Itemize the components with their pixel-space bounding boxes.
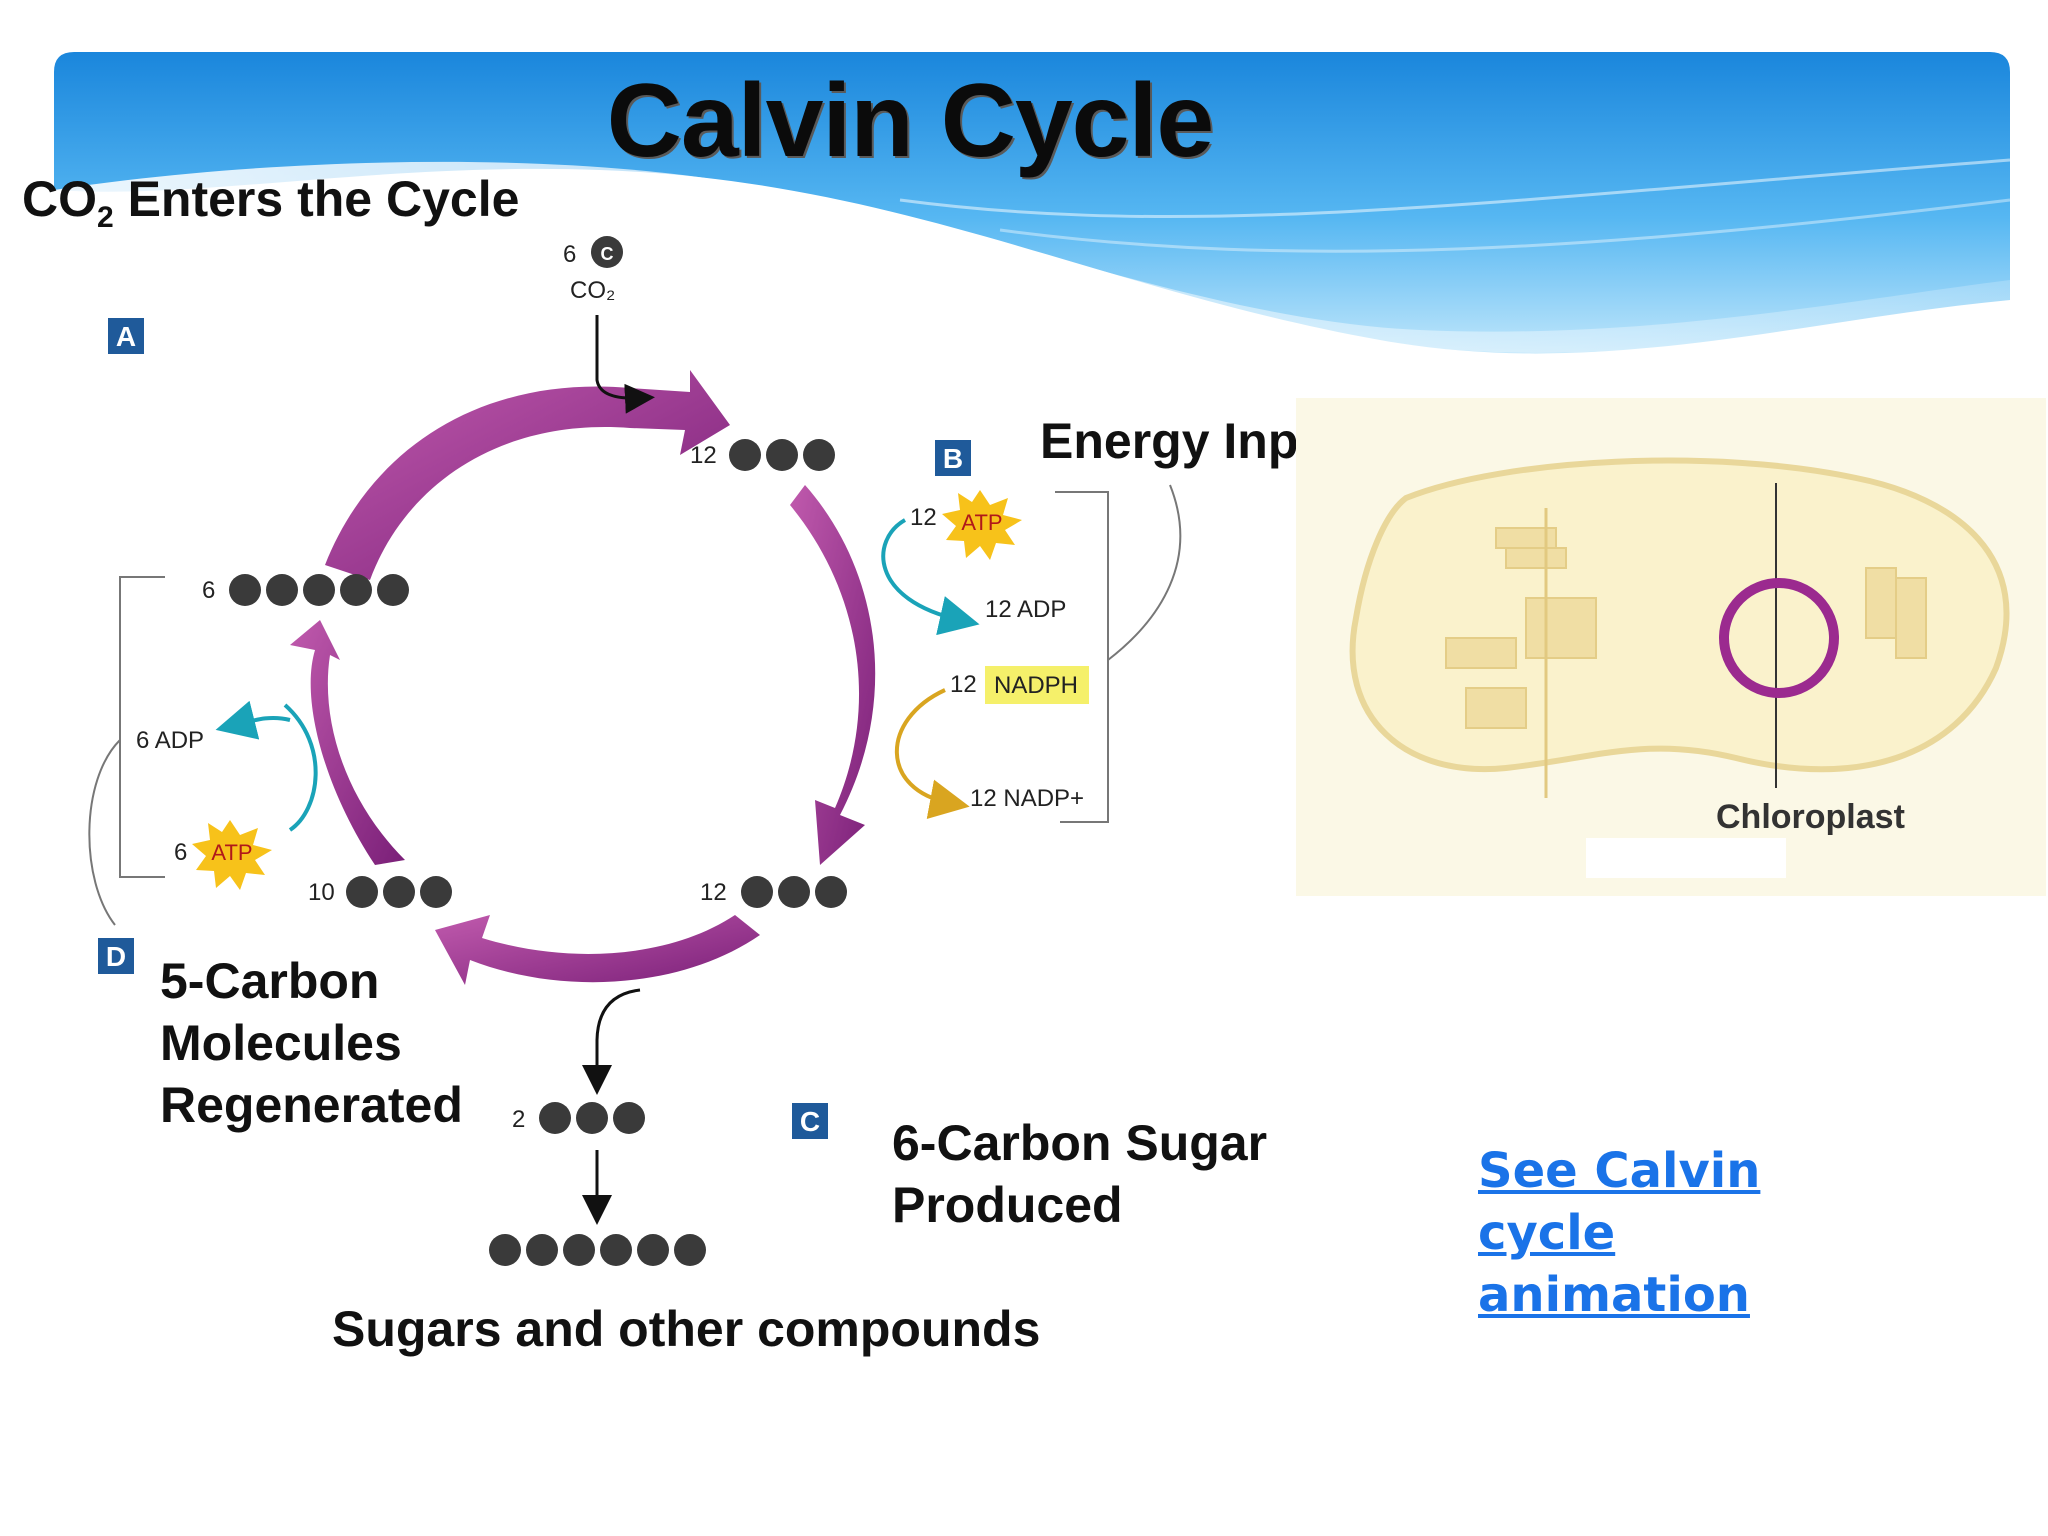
- molecule-bottom-right: 12: [700, 876, 847, 908]
- sugars-label: Sugars and other compounds: [332, 1301, 1041, 1357]
- cycle-arcs: [290, 370, 876, 985]
- svg-text:12: 12: [950, 671, 977, 698]
- svg-text:12 ADP: 12 ADP: [985, 596, 1066, 623]
- svg-text:12: 12: [700, 879, 727, 906]
- svg-text:B: B: [943, 443, 963, 474]
- svg-text:A: A: [116, 321, 136, 352]
- step-badge-d: D: [98, 938, 134, 974]
- svg-text:CO₂: CO₂: [570, 277, 615, 304]
- nadph-input: 12 NADPH 12 NADP+: [894, 666, 1089, 819]
- co2-input: 6 C CO₂: [563, 236, 655, 414]
- svg-text:12: 12: [910, 504, 937, 531]
- chloroplast-label: Chloroplast: [1716, 798, 1905, 836]
- chloroplast-inset: Chloroplast: [1296, 398, 2046, 896]
- svg-text:6: 6: [174, 839, 187, 866]
- molecule-rubp: 6: [202, 574, 409, 606]
- svg-text:ATP: ATP: [211, 840, 252, 865]
- svg-text:12: 12: [690, 442, 717, 469]
- svg-text:6 ADP: 6 ADP: [136, 727, 204, 754]
- atp-input-left: 6 ADP 6 ATP: [136, 700, 318, 890]
- five-carbon-label: 5-Carbon Molecules Regenerated: [160, 953, 463, 1133]
- svg-text:6: 6: [202, 577, 215, 604]
- svg-text:D: D: [106, 941, 126, 972]
- step-badge-c: C: [792, 1103, 828, 1139]
- output-branch: 2: [489, 988, 706, 1266]
- atp-input-right: 12 ATP 12 ADP: [881, 490, 1066, 636]
- header-banner: [54, 52, 2011, 354]
- svg-text:C: C: [601, 244, 614, 264]
- svg-text:C: C: [800, 1106, 820, 1137]
- svg-text:6: 6: [563, 241, 576, 268]
- co2-enters-heading: CO2 Enters the Cycle: [22, 171, 520, 234]
- slide-title: Calvin Cycle: [606, 63, 1215, 179]
- svg-text:12 NADP+: 12 NADP+: [970, 785, 1084, 812]
- calvin-cycle-animation-link[interactable]: See Calvin cycle animation: [1478, 1143, 1761, 1323]
- step-badge-b: B: [935, 440, 971, 476]
- svg-text:NADPH: NADPH: [994, 672, 1078, 699]
- step-badge-a: A: [108, 318, 144, 354]
- molecule-top-right: 12: [690, 439, 835, 471]
- svg-text:ATP: ATP: [961, 510, 1002, 535]
- svg-text:2: 2: [512, 1106, 525, 1133]
- svg-text:10: 10: [308, 879, 335, 906]
- energy-input-label: Energy Input: [1040, 413, 1346, 469]
- molecule-bottom-left: 10: [308, 876, 452, 908]
- six-carbon-label: 6-Carbon Sugar Produced: [892, 1115, 1268, 1233]
